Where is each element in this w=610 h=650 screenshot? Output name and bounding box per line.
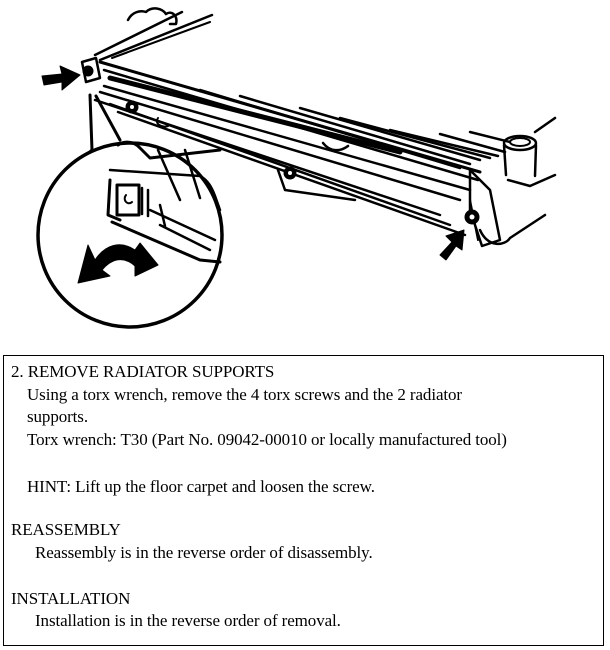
arrow-up-right-icon [439,229,465,261]
arrow-right-icon [41,65,81,91]
installation-body: Installation is in the reverse order of … [35,611,341,630]
reassembly-body: Reassembly is in the reverse order of di… [35,543,373,562]
radiator-support-diagram [36,7,557,329]
tool-spec: Torx wrench: T30 (Part No. 09042-00010 o… [27,430,507,449]
curved-arrow-icon [77,242,159,284]
hint-text: HINT: Lift up the floor carpet and loose… [27,477,375,496]
instructions-box: 2. REMOVE RADIATOR SUPPORTS Using a torx… [3,355,604,646]
step-body-line2: supports. [27,407,88,426]
installation-heading: INSTALLATION [11,589,131,608]
step-heading: 2. REMOVE RADIATOR SUPPORTS [11,362,275,381]
hose-outline [126,7,178,26]
reassembly-heading: REASSEMBLY [11,520,121,539]
step-body-line1: Using a torx wrench, remove the 4 torx s… [27,385,462,404]
